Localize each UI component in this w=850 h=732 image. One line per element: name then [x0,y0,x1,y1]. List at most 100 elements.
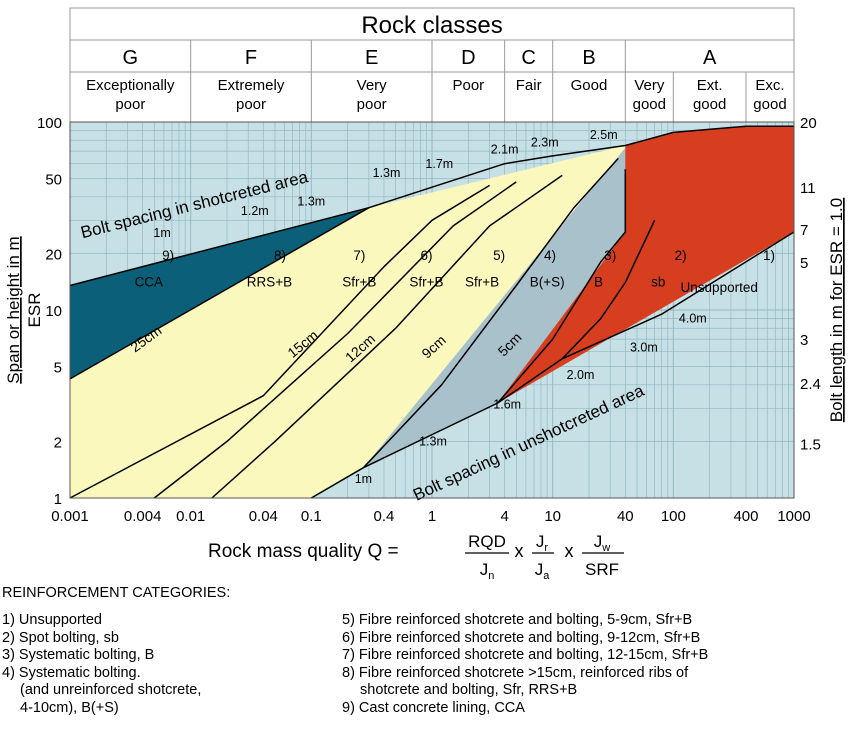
plot-frame [69,121,795,499]
rock-subclass-name: Exc. [755,77,784,94]
x-tick-label: 10 [544,508,561,525]
y2-axis-label: Bolt length in m for ESR = 1.0 [827,198,846,422]
y2-tick-label: 5 [800,255,808,272]
region-label: 2) [675,248,687,263]
boundary-line [211,174,563,499]
legend-item-9: 9) Cast concrete lining, CCA [342,699,525,716]
legend-item-4: 4) Systematic bolting. [2,664,141,681]
region-label: 1) [763,248,775,263]
boundary-line [69,207,370,380]
legend-header: REINFORCEMENT CATEGORIES: [2,585,231,601]
x-tick-label: 1 [428,508,436,525]
rock-class-letter: D [461,47,475,69]
spacing-label: 1.7m [425,157,453,171]
legend-item-3: 3) Systematic bolting, B [2,647,155,663]
x-tick-label: 4 [500,508,508,525]
y-tick-label: 50 [45,172,62,189]
spacing-label: 2.0m [567,368,595,382]
rock-class-letter: B [582,47,595,69]
rock-class-letter: E [365,47,378,69]
x-label-times: x [565,541,574,561]
boundary-line [310,231,795,499]
x-label-frac3-num: Jw [594,532,611,554]
x-tick-label: 100 [661,508,686,525]
y2-tick-label: 3 [800,332,808,349]
spacing-label: 2.3m [531,136,559,150]
legend-item-8-cont: shotcrete and bolting, Sfr, RRS+B [360,682,578,698]
rock-subclass-name: good [633,96,666,113]
rock-class-name: Exceptionally [86,77,175,94]
rock-class-name: Poor [452,77,484,94]
x-label-frac3-den: SRF [585,560,619,579]
spacing-label: 1m [355,472,372,486]
region-label: 5) [493,248,505,263]
legend-left-column: 1) Unsupported 2) Spot bolting, sb 3) Sy… [2,612,201,717]
legend-right-column: 5) Fibre reinforced shotcrete and boltin… [342,612,708,717]
region-label: 3) [604,248,616,263]
x-label-frac2-num-sub: r [544,542,548,554]
x-tick-label: 0.004 [124,508,162,525]
rock-class-name: Fair [516,77,542,94]
region-label: sb [651,275,665,290]
y-tick-label: 100 [37,115,62,132]
region-yellow-shotcrete [70,145,626,498]
reinforcement-legend: REINFORCEMENT CATEGORIES: 1) Unsupported… [0,585,850,732]
x-tick-label: 0.04 [249,508,278,525]
rock-subclass-name: good [693,96,726,113]
legend-item-4-cont-2: 4-10cm), B(+S) [20,699,119,716]
y2-tick-label: 7 [800,222,808,239]
x-axis-label-prefix: Rock mass quality Q = [208,541,399,562]
boundary-line [362,157,619,469]
spacing-label: 3.0m [630,341,658,355]
region-label: Sfr+B [342,275,376,290]
y2-tick-label: 2.4 [800,376,821,393]
legend-item-5: 5) Fibre reinforced shotcrete and boltin… [342,612,693,628]
spacing-label: 1.6m [493,397,521,411]
region-red-bolting [497,126,794,403]
legend-item-1: 1) Unsupported [2,612,102,628]
region-label: CCA [135,275,164,290]
boundary-line [561,219,656,360]
region-label: Sfr+B [409,275,443,290]
region-label: B(+S) [530,275,565,290]
x-tick-label: 40 [617,508,634,525]
x-tick-label: 0.01 [176,508,205,525]
spacing-label: 1.3m [419,435,447,449]
rock-class-name: poor [115,96,145,113]
spacing-label: 1.2m [241,204,269,218]
region-label: Unsupported [681,280,758,295]
x-label-times: x [515,541,524,561]
region-label: RRS+B [247,275,292,290]
region-label: B [594,275,603,290]
rock-subclass-name: good [753,96,786,113]
y-tick-label: 20 [45,246,62,263]
rock-class-name: poor [357,96,387,113]
x-label-frac1-num: RQD [468,532,506,551]
x-tick-label: 1000 [777,508,810,525]
region-label: 8) [274,248,286,263]
region-label: 4) [544,248,556,263]
rock-class-letter: F [245,47,257,69]
x-tick-label: 400 [733,508,758,525]
y2-tick-label: 11 [800,180,816,197]
boundary-line [153,181,517,499]
legend-item-6: 6) Fibre reinforced shotcrete and boltin… [342,629,701,646]
y-axis-label: Span or height in m [4,236,23,383]
rock-classes-header: Rock classesGExceptionallypoorFExtremely… [69,7,795,123]
x-label-frac1-den-sub: n [488,570,494,582]
x-label-frac3-num-sub: w [601,542,610,554]
x-tick-label: 0.4 [374,508,395,525]
spacing-label: 2.5m [590,128,618,142]
x-label-frac1-den: Jn [480,560,495,582]
legend-item-2: 2) Spot bolting, sb [2,629,119,646]
y-tick-label: 2 [54,434,62,451]
y-tick-label: 10 [45,303,62,320]
x-tick-label: 0.1 [301,508,322,525]
rock-class-name: poor [236,96,266,113]
spacing-label: 1m [153,226,170,240]
rock-class-name: Good [571,77,608,94]
x-label-frac2-den: Ja [535,560,551,582]
y-tick-label: 1 [54,491,62,508]
legend-item-4-cont-1: (and unreinforced shotcrete, [20,682,202,698]
